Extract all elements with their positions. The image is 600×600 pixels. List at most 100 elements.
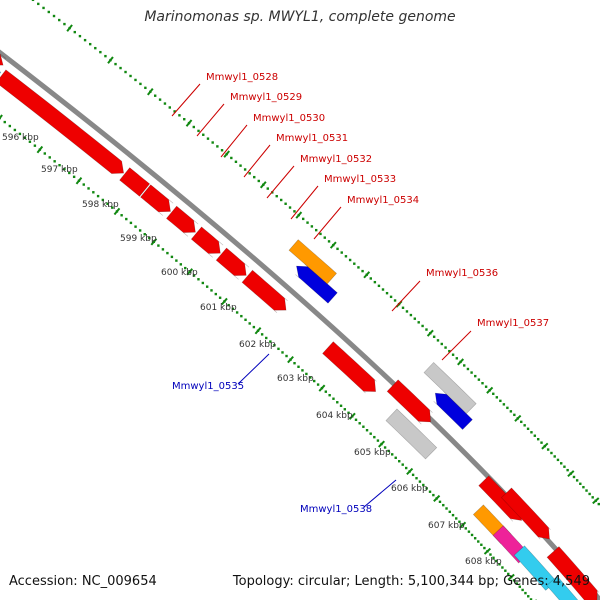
outer-ruler-dot — [316, 383, 320, 386]
gene-mmwyl1-0530[interactable] — [140, 184, 174, 216]
inner-ruler-dot — [448, 349, 451, 353]
inner-ruler-dot — [266, 187, 269, 190]
outer-ruler-dot — [269, 340, 272, 343]
gene-mmwyl1-0535[interactable] — [288, 239, 337, 285]
forward-gene-inner[interactable] — [386, 379, 433, 425]
cyan-feature-c[interactable] — [546, 575, 587, 600]
inner-ruler-major-tick — [426, 329, 434, 337]
outer-ruler-dot — [305, 372, 308, 376]
inner-ruler-dot — [230, 156, 233, 160]
outer-ruler-dot — [248, 322, 251, 325]
outer-ruler-dot — [101, 198, 105, 202]
inner-ruler-major-tick — [457, 358, 465, 366]
outer-ruler-dot — [120, 214, 123, 217]
gene-mmwyl1-0537[interactable] — [385, 408, 438, 460]
gene-label-mmwyl1-0538[interactable]: Mmwyl1_0538 — [300, 504, 372, 515]
leader-line — [237, 353, 270, 385]
outer-ruler-dot — [157, 244, 160, 247]
ruler-tick-label: 607 kbp — [428, 521, 465, 531]
outer-ruler-dot — [445, 507, 448, 510]
outer-ruler-dot — [240, 314, 243, 318]
inner-ruler-dot — [506, 406, 509, 410]
outer-ruler-dot — [293, 362, 296, 365]
outer-ruler-dot — [518, 585, 521, 588]
forward-gene[interactable] — [0, 50, 7, 70]
gene-label-mmwyl1-0531[interactable]: Mmwyl1_0531 — [276, 133, 348, 144]
gene-mmwyl1-0529[interactable] — [119, 167, 151, 197]
inner-ruler-dot — [451, 353, 455, 356]
inner-ruler-dot — [526, 427, 530, 430]
gene-label-mmwyl1-0528[interactable]: Mmwyl1_0528 — [206, 72, 278, 83]
inner-ruler-dot — [163, 102, 167, 105]
outer-ruler-dot — [328, 394, 331, 397]
outer-ruler-major-tick — [318, 384, 326, 392]
inner-ruler-dot — [158, 98, 162, 101]
leader-line — [441, 330, 472, 361]
outer-ruler-dot — [376, 439, 380, 442]
inner-ruler-dot — [94, 46, 97, 50]
gene-label-mmwyl1-0530[interactable]: Mmwyl1_0530 — [253, 113, 325, 124]
inner-ruler-dot — [560, 462, 563, 465]
inner-ruler-dot — [134, 78, 137, 82]
outer-ruler-dot — [313, 379, 316, 383]
inner-ruler-major-tick — [329, 241, 337, 249]
gene-mmwyl1-0538[interactable] — [423, 362, 477, 415]
gene-label-mmwyl1-0533[interactable]: Mmwyl1_0533 — [324, 174, 396, 185]
inner-ruler-major-tick — [147, 88, 154, 96]
inner-ruler-dot — [197, 129, 200, 133]
gene-label-mmwyl1-0536[interactable]: Mmwyl1_0536 — [426, 268, 498, 279]
outer-ruler-dot — [48, 156, 51, 159]
reverse-gene-b[interactable] — [433, 390, 473, 430]
forward-gene-c[interactable] — [500, 487, 551, 540]
outer-ruler-dot — [214, 292, 218, 296]
outer-ruler-major-tick — [378, 440, 386, 448]
inner-ruler-dot — [178, 114, 181, 117]
gene-mmwyl1-0532[interactable] — [190, 226, 224, 258]
gene-labels: Mmwyl1_0528Mmwyl1_0529Mmwyl1_0530Mmwyl1_… — [172, 72, 549, 515]
inner-ruler-dot — [323, 236, 326, 239]
outer-ruler-dot — [332, 397, 335, 400]
gene-label-mmwyl1-0529[interactable]: Mmwyl1_0529 — [230, 92, 302, 103]
inner-ruler-dot — [409, 313, 413, 317]
gene-mmwyl1-0528[interactable] — [0, 69, 125, 174]
outer-ruler-dot — [235, 311, 239, 314]
inner-ruler-dot — [234, 160, 238, 164]
outer-ruler-dot — [411, 473, 415, 477]
inner-ruler-dot — [37, 2, 40, 6]
outer-ruler-dot — [432, 493, 435, 497]
outer-ruler-dot — [53, 160, 56, 163]
gene-label-mmwyl1-0532[interactable]: Mmwyl1_0532 — [300, 154, 372, 165]
reverse-gene[interactable] — [295, 263, 338, 304]
inner-ruler-dot — [114, 62, 117, 66]
inner-ruler-dot — [248, 172, 251, 175]
inner-ruler-major-tick — [185, 119, 193, 127]
inner-ruler-dot — [597, 502, 600, 506]
inner-ruler-dot — [284, 202, 287, 205]
outer-ruler-dot — [425, 487, 428, 490]
map-title: Marinomonas sp. MWYL1, complete genome — [144, 9, 456, 25]
inner-ruler-dot — [393, 299, 397, 302]
gene-mmwyl1-0536[interactable] — [322, 341, 377, 394]
inner-ruler-dot — [353, 262, 356, 265]
inner-ruler-dot — [73, 30, 76, 34]
outer-ruler-major-tick — [113, 207, 121, 216]
outer-ruler-dot — [43, 152, 47, 155]
gene-mmwyl1-0533[interactable] — [215, 247, 250, 280]
outer-ruler-dot — [387, 449, 390, 453]
gene-label-mmwyl1-0534[interactable]: Mmwyl1_0534 — [347, 195, 419, 206]
gene-mmwyl1-0534[interactable] — [241, 269, 288, 314]
gene-mmwyl1-0531[interactable] — [165, 205, 199, 237]
outer-ruler-dot — [8, 124, 12, 128]
outer-ruler-dot — [512, 579, 516, 582]
gene-label-mmwyl1-0537[interactable]: Mmwyl1_0537 — [477, 318, 549, 329]
inner-ruler-dot — [310, 225, 314, 228]
inner-ruler-major-tick — [514, 414, 522, 422]
outer-ruler-dot — [192, 274, 196, 277]
outer-ruler-dot — [504, 569, 507, 572]
gene-label-mmwyl1-0535[interactable]: Mmwyl1_0535 — [172, 381, 244, 392]
outer-ruler-dot — [339, 404, 343, 407]
inner-ruler-major-tick — [363, 271, 371, 279]
forward-gene-d[interactable] — [546, 546, 600, 600]
cyan-feature[interactable] — [0, 61, 2, 84]
